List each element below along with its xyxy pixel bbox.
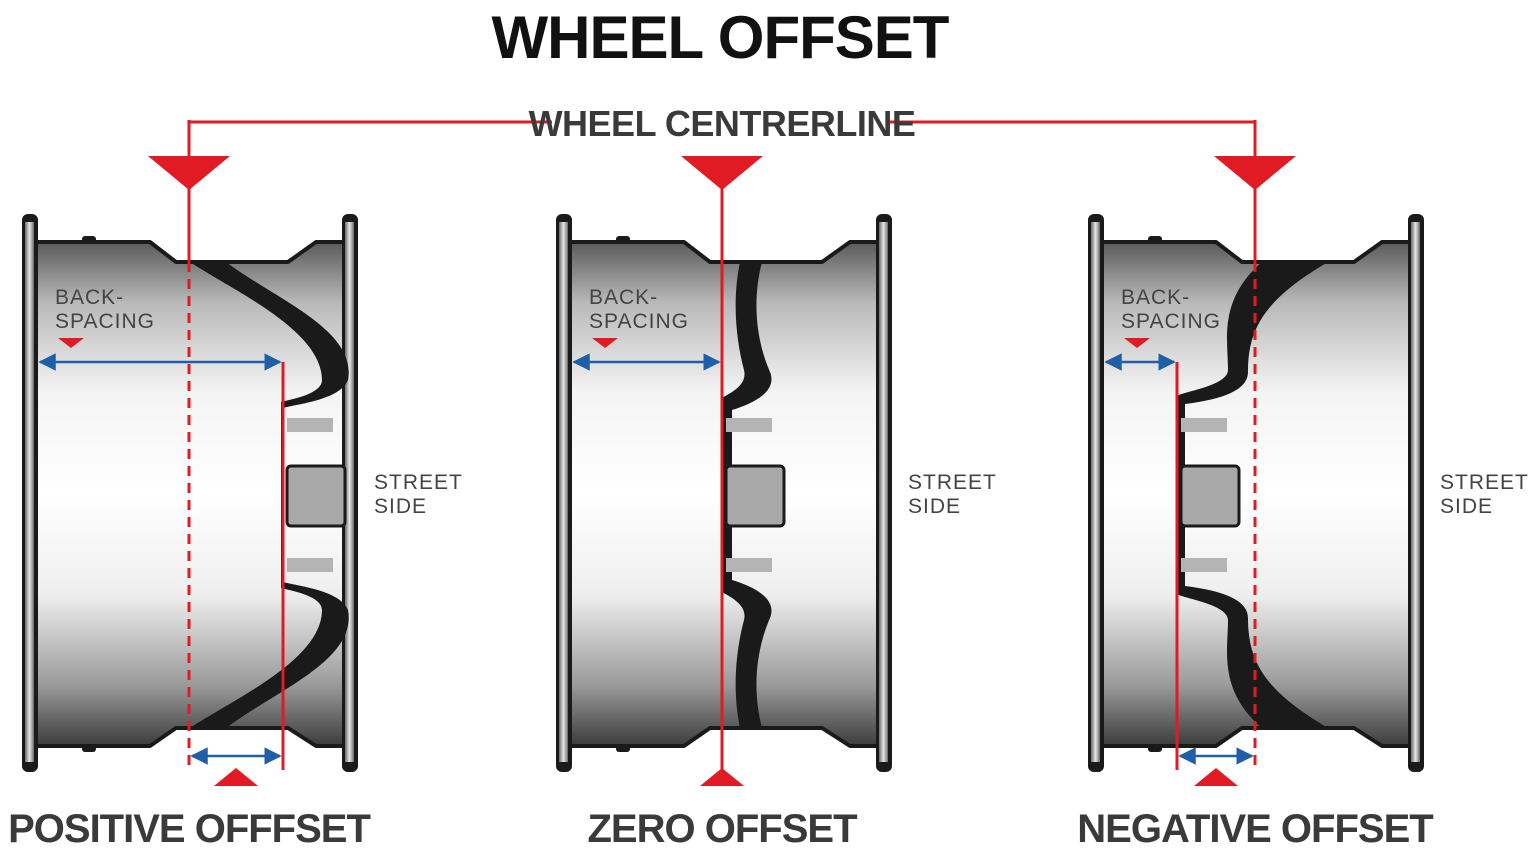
centreline-triangle bbox=[681, 156, 763, 190]
lug-hole bbox=[726, 558, 772, 572]
valve-bump bbox=[616, 236, 630, 244]
backspacing-label-line2: SPACING bbox=[589, 310, 689, 333]
hub-bore bbox=[1179, 464, 1241, 528]
backspacing-label-line2: SPACING bbox=[55, 310, 155, 333]
inner-rim-flange-face bbox=[559, 222, 568, 762]
inner-rim-flange-face bbox=[1091, 222, 1100, 762]
street-side-label-line2: SIDE bbox=[908, 495, 961, 518]
street-side-label-line1: STREET bbox=[908, 471, 997, 494]
backspacing-marker bbox=[592, 338, 618, 348]
street-side-label-line2: SIDE bbox=[1440, 495, 1493, 518]
offset-caption: POSITIVE OFFFSET bbox=[8, 807, 370, 851]
outer-rim-flange-face bbox=[1411, 222, 1420, 762]
page-title: WHEEL OFFSET bbox=[492, 4, 949, 71]
backspacing-label-line2: SPACING bbox=[1121, 310, 1221, 333]
street-side-label-line1: STREET bbox=[374, 471, 463, 494]
valve-bump bbox=[1148, 236, 1162, 244]
offset-caption: ZERO OFFSET bbox=[588, 807, 858, 851]
backspacing-label-line1: BACK- bbox=[55, 286, 124, 309]
valve-bump bbox=[82, 744, 96, 752]
backspacing-marker bbox=[58, 338, 84, 348]
street-side-label-line2: SIDE bbox=[374, 495, 427, 518]
outer-rim-flange-face bbox=[879, 222, 888, 762]
backspacing-label-line1: BACK- bbox=[1121, 286, 1190, 309]
offset-marker bbox=[700, 768, 744, 786]
wheel-disc bbox=[722, 262, 772, 728]
lug-hole bbox=[1181, 558, 1227, 572]
lug-hole bbox=[726, 418, 772, 432]
centreline-triangle bbox=[148, 156, 230, 190]
valve-bump bbox=[616, 744, 630, 752]
offset-marker bbox=[1194, 768, 1238, 786]
valve-bump bbox=[1148, 744, 1162, 752]
outer-rim-flange-face bbox=[345, 222, 354, 762]
street-side-label-line1: STREET bbox=[1440, 471, 1529, 494]
offset-marker bbox=[214, 768, 258, 786]
backspacing-label-line1: BACK- bbox=[589, 286, 658, 309]
backspacing-marker bbox=[1124, 338, 1150, 348]
centreline-connector bbox=[187, 120, 1257, 160]
offset-caption: NEGATIVE OFFSET bbox=[1077, 807, 1433, 851]
hub-bore bbox=[724, 464, 786, 528]
inner-rim-flange-face bbox=[25, 222, 34, 762]
centreline-label: WHEEL CENTRERLINE bbox=[529, 103, 916, 144]
lug-hole bbox=[1181, 418, 1227, 432]
valve-bump bbox=[82, 236, 96, 244]
centreline-triangle bbox=[1214, 156, 1296, 190]
hub-bore bbox=[285, 464, 347, 528]
lug-hole bbox=[287, 558, 333, 572]
lug-hole bbox=[287, 418, 333, 432]
